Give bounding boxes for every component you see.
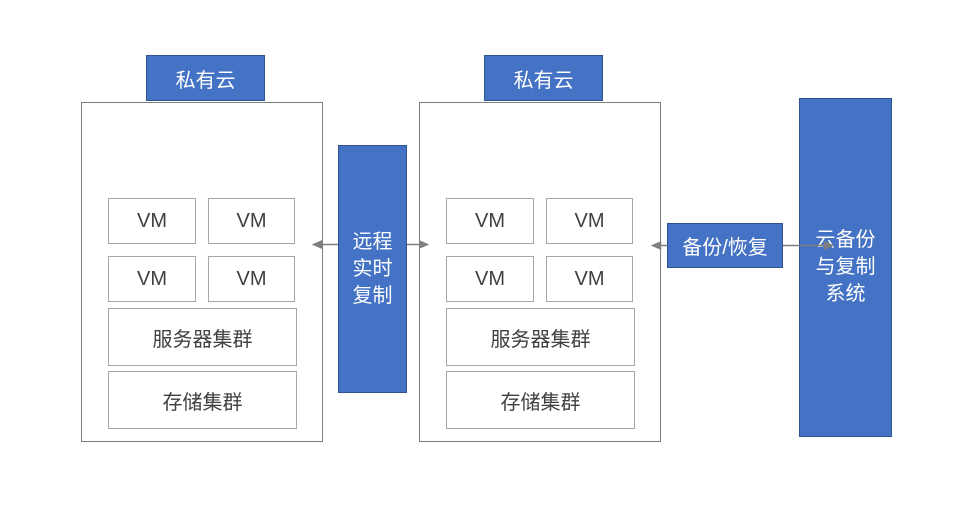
storage-cluster-box: 存储集群	[446, 371, 635, 429]
replication-label-line: 实时	[352, 257, 393, 280]
vm-box: VM	[208, 198, 295, 244]
backup-system-label-line: 云备份	[815, 229, 876, 251]
vm-box: VM	[108, 198, 196, 244]
vm-box: VM	[446, 198, 534, 244]
backup-recovery-label-box: 备份/恢复	[667, 223, 783, 268]
vm-box: VM	[108, 256, 196, 302]
backup-system-box: 云备份 与复制 系统	[799, 98, 892, 437]
server-cluster-box: 服务器集群	[446, 308, 635, 366]
private-cloud-left-box: VM VM VM VM 服务器集群 存储集群	[81, 102, 323, 442]
replication-label-line: 远程	[352, 230, 393, 253]
private-cloud-left: 私有云 VM VM VM VM 服务器集群 存储集群	[81, 55, 323, 443]
private-cloud-left-title: 私有云	[146, 55, 265, 101]
backup-system-label-line: 与复制	[815, 256, 876, 278]
vm-box: VM	[446, 256, 534, 302]
vm-box: VM	[546, 198, 633, 244]
private-cloud-right-title: 私有云	[484, 55, 603, 101]
private-cloud-right-box: VM VM VM VM 服务器集群 存储集群	[419, 102, 661, 442]
vm-box: VM	[208, 256, 295, 302]
vm-box: VM	[546, 256, 633, 302]
replication-label-line: 复制	[352, 284, 393, 307]
backup-system-label-line: 系统	[825, 283, 866, 305]
private-cloud-right: 私有云 VM VM VM VM 服务器集群 存储集群	[419, 55, 661, 443]
server-cluster-box: 服务器集群	[108, 308, 297, 366]
replication-label-box: 远程 实时 复制	[338, 145, 407, 393]
storage-cluster-box: 存储集群	[108, 371, 297, 429]
